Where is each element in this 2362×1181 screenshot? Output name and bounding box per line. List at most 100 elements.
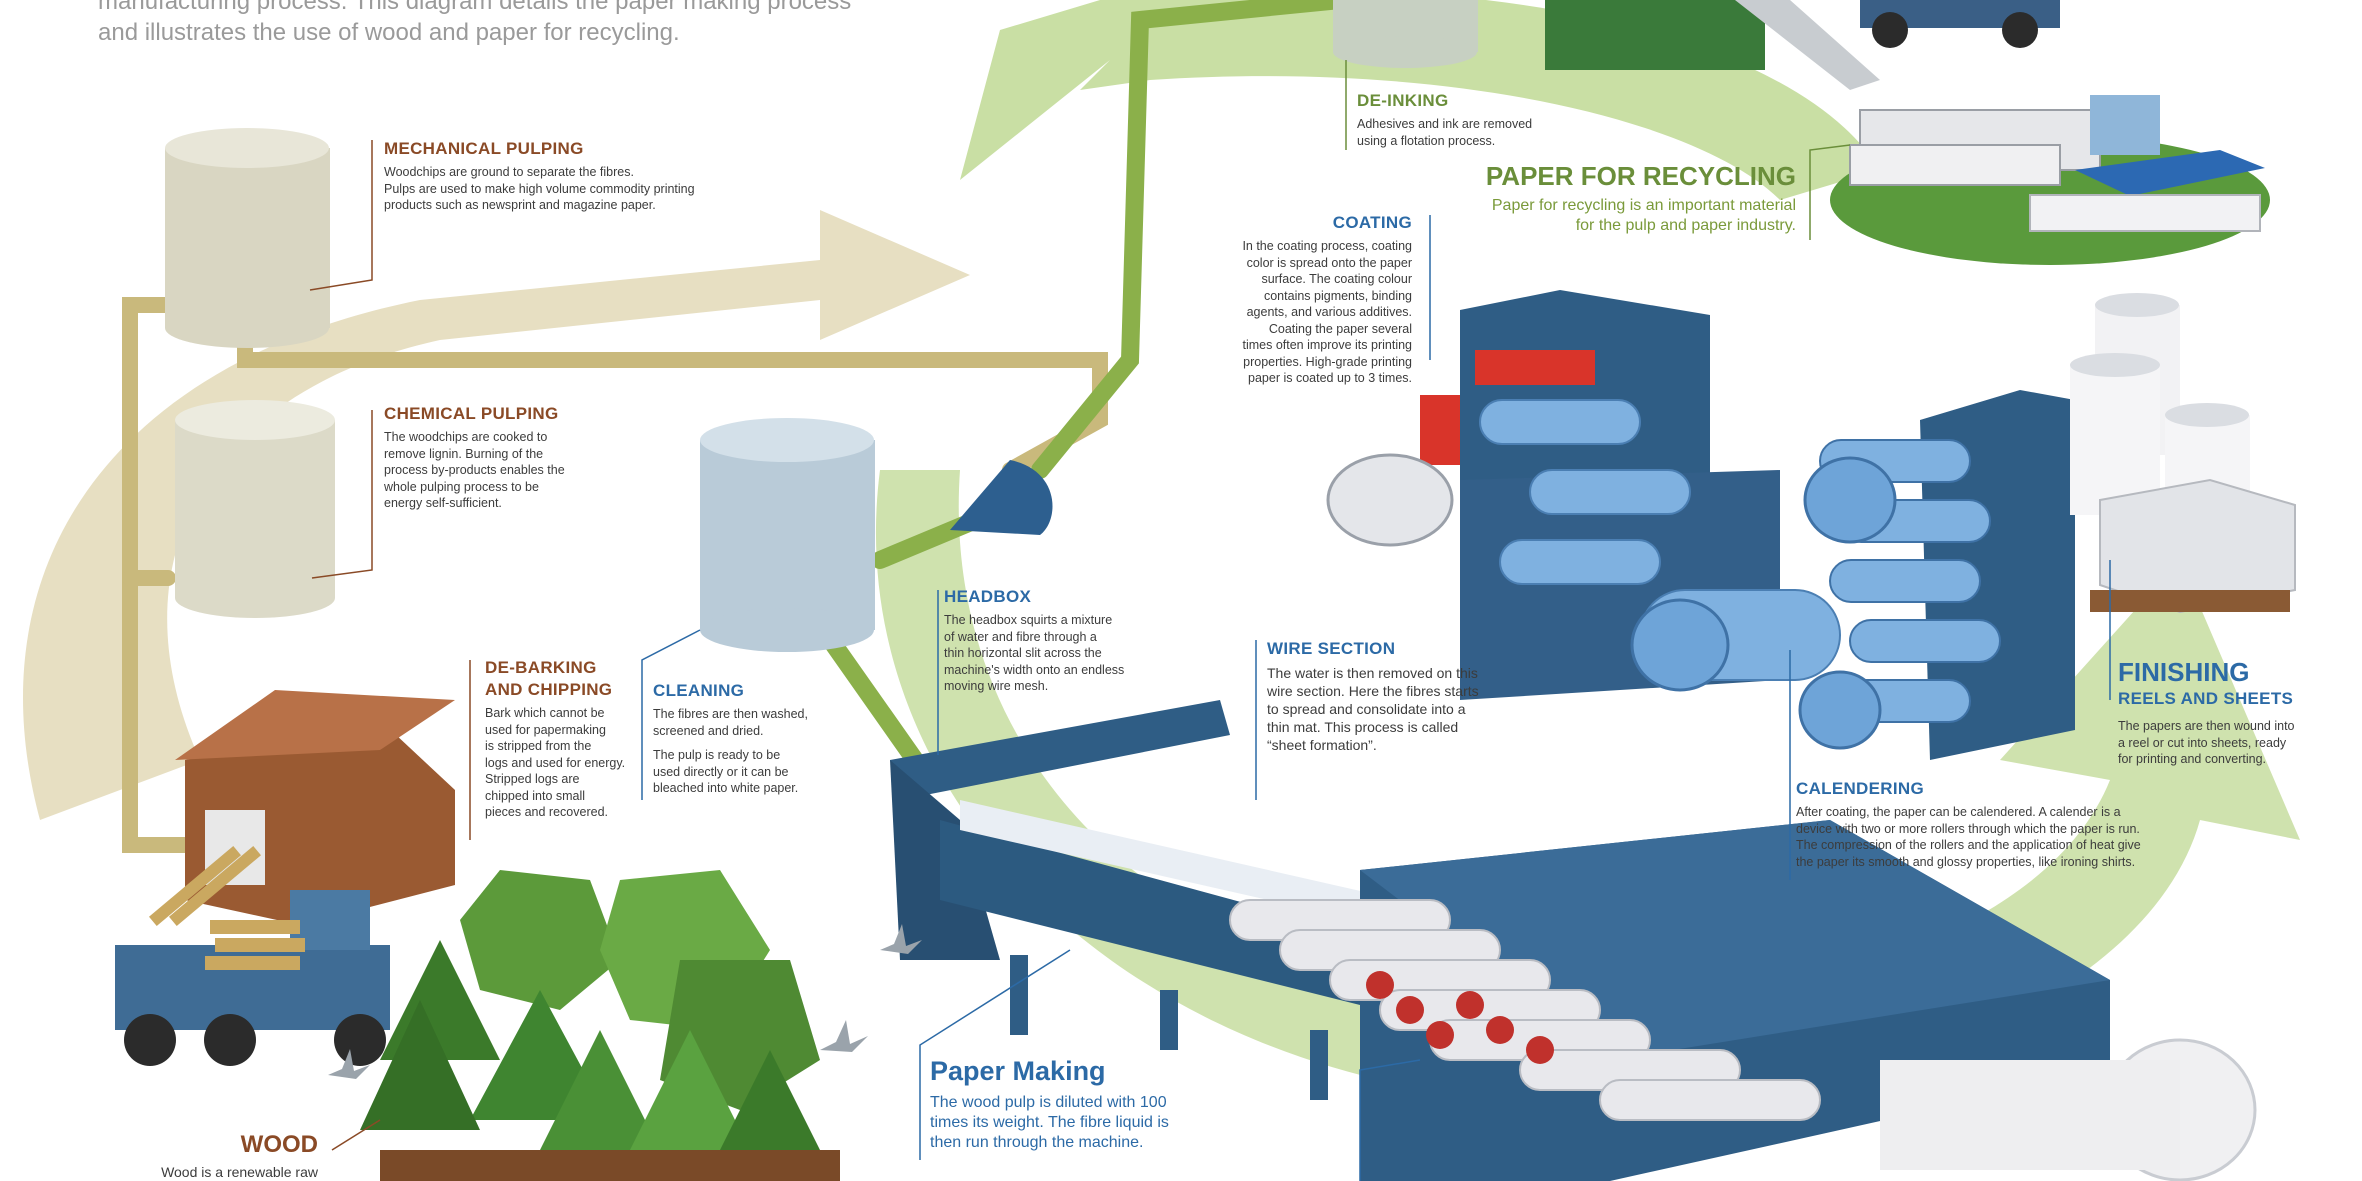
- text-line: thin horizontal slit across the: [944, 646, 1102, 660]
- chemical-pulping-tank: [175, 400, 335, 618]
- text-line: The compression of the rollers and the a…: [1796, 838, 2141, 852]
- mechanical-pulping-title: MECHANICAL PULPING: [384, 139, 584, 158]
- paper-making-title: Paper Making: [930, 1056, 1106, 1086]
- text-line: The wood pulp is diluted with 100: [930, 1094, 1167, 1111]
- deinking-title: DE-INKING: [1357, 91, 1449, 110]
- text-line: a reel or cut into sheets, ready: [2118, 735, 2287, 750]
- paper-for-recycling-label: PAPER FOR RECYCLING Paper for recycling …: [1430, 160, 1796, 236]
- deinking-label: DE-INKING Adhesives and ink are removed …: [1357, 90, 1557, 149]
- text-line: Pulps are used to make high volume commo…: [384, 181, 695, 196]
- chemical-pulping-body: The woodchips are cooked to remove ligni…: [384, 429, 584, 512]
- paper-for-recycling-heap: [1830, 0, 2270, 265]
- text-line: The pulp is ready to be: [653, 748, 781, 762]
- text-line: then run through the machine.: [930, 1134, 1144, 1151]
- text-line: Coating the paper several: [1268, 321, 1412, 336]
- text-line: energy self-sufficient.: [384, 496, 502, 510]
- headbox-title: HEADBOX: [944, 587, 1032, 606]
- mechanical-pulping-tank: [165, 128, 330, 348]
- text-line: to spread and consolidate into a: [1267, 701, 1466, 717]
- text-line: for printing and converting.: [2118, 752, 2267, 766]
- text-line: Adhesives and ink are removed: [1357, 117, 1533, 131]
- text-line: bleached into white paper.: [653, 781, 799, 795]
- text-line: Wood is a renewable raw: [161, 1164, 318, 1180]
- text-line: process by-products enables the: [384, 463, 565, 477]
- coating-title: COATING: [1332, 213, 1412, 232]
- mechanical-pulping-body: Woodchips are ground to separate the fib…: [384, 164, 744, 214]
- mechanical-pulping-label: MECHANICAL PULPING Woodchips are ground …: [384, 138, 744, 214]
- finishing-body: The papers are then wound into a reel or…: [2118, 718, 2318, 768]
- text-line: The headbox squirts a mixture: [944, 613, 1113, 627]
- text-line: using a flotation process.: [1357, 133, 1496, 148]
- text-line: remove lignin. Burning of the: [384, 446, 544, 461]
- debarking-house: [175, 690, 455, 925]
- text-line: products such as newsprint and magazine …: [384, 198, 656, 212]
- text-line: for the pulp and paper industry.: [1575, 217, 1796, 234]
- text-line: logs and used for energy.: [485, 755, 626, 770]
- intro-text: manufacturing process. This diagram deta…: [98, 0, 858, 48]
- finishing-title: FINISHING: [2118, 657, 2250, 687]
- text-line: surface. The coating colour: [1261, 272, 1412, 286]
- debarking-body: Bark which cannot be used for papermakin…: [485, 705, 665, 821]
- text-line: properties. High-grade printing: [1243, 354, 1412, 369]
- debarking-label: DE-BARKING AND CHIPPING Bark which canno…: [485, 657, 665, 821]
- text-line: times often improve its printing: [1242, 338, 1412, 352]
- cleaning-label: CLEANING The fibres are then washed, scr…: [653, 680, 843, 797]
- paper-for-recycling-title: PAPER FOR RECYCLING: [1485, 161, 1796, 191]
- text-line: the paper its smooth and glossy properti…: [1796, 854, 2136, 869]
- text-line: “sheet formation”.: [1267, 737, 1377, 753]
- paper-machine: [890, 700, 2257, 1181]
- text-line: agents, and various additives.: [1246, 305, 1412, 319]
- forest-trees: [360, 870, 840, 1181]
- text-line: After coating, the paper can be calender…: [1796, 805, 2121, 819]
- text-line: pieces and recovered.: [485, 805, 608, 819]
- finishing-subtitle: REELS AND SHEETS: [2118, 689, 2294, 708]
- text-line: In the coating process, coating: [1242, 239, 1412, 253]
- calendering-label: CALENDERING After coating, the paper can…: [1796, 778, 2156, 870]
- text-line: The woodchips are cooked to: [384, 430, 548, 444]
- text-line: used directly or it can be: [653, 764, 789, 779]
- deinking-body: Adhesives and ink are removed using a fl…: [1357, 116, 1557, 149]
- cleaning-tank: [700, 418, 875, 652]
- wood-body: Wood is a renewable raw: [100, 1164, 318, 1181]
- leader-lines-green: [1345, 60, 1851, 240]
- birds: [328, 924, 922, 1079]
- text-line: of water and fibre through a: [944, 629, 1097, 644]
- wire-section-body: The water is then removed on this wire s…: [1267, 664, 1507, 754]
- intro-line-2: and illustrates the use of wood and pape…: [98, 19, 680, 46]
- calendering-body: After coating, the paper can be calender…: [1796, 804, 2156, 870]
- wire-section-title: WIRE SECTION: [1267, 639, 1396, 658]
- chemical-pulping-title: CHEMICAL PULPING: [384, 404, 559, 423]
- headbox-label: HEADBOX The headbox squirts a mixture of…: [944, 586, 1144, 695]
- headbox-body: The headbox squirts a mixture of water a…: [944, 612, 1144, 695]
- paper-making-body: The wood pulp is diluted with 100 times …: [930, 1093, 1230, 1153]
- text-line: Stripped logs are: [485, 772, 580, 786]
- log-truck: [115, 846, 390, 1066]
- paper-making-label: Paper Making The wood pulp is diluted wi…: [930, 1055, 1230, 1153]
- text-line: used for papermaking: [485, 722, 606, 737]
- coating-machine: [1326, 290, 1841, 700]
- paper-for-recycling-body: Paper for recycling is an important mate…: [1430, 196, 1796, 236]
- coating-body: In the coating process, coating color is…: [1212, 238, 1412, 387]
- text-line: chipped into small: [485, 788, 586, 803]
- text-line: thin mat. This process is called: [1267, 719, 1459, 735]
- wire-section-label: WIRE SECTION The water is then removed o…: [1267, 638, 1507, 754]
- wood-title: WOOD: [240, 1131, 318, 1158]
- leader-lines-blue: [641, 215, 2111, 1181]
- text-line: moving wire mesh.: [944, 679, 1049, 693]
- debarking-title-2: AND CHIPPING: [485, 680, 613, 699]
- debarking-title-1: DE-BARKING: [485, 658, 597, 677]
- text-line: paper is coated up to 3 times.: [1248, 371, 1412, 385]
- text-line: is stripped from the: [485, 739, 592, 753]
- cleaning-body-b: The pulp is ready to be used directly or…: [653, 747, 843, 797]
- text-line: wire section. Here the fibres starts: [1267, 683, 1479, 699]
- text-line: times its weight. The fibre liquid is: [930, 1114, 1169, 1131]
- recycling-building: [1545, 0, 1880, 90]
- coating-label: COATING In the coating process, coating …: [1212, 212, 1412, 387]
- finishing-reels-sheets: [2070, 293, 2296, 614]
- wood-label: WOOD Wood is a renewable raw: [100, 1130, 318, 1181]
- deinking-tank: [1333, 0, 1478, 68]
- chemical-pulping-label: CHEMICAL PULPING The woodchips are cooke…: [384, 403, 584, 512]
- text-line: The fibres are then washed,: [653, 707, 808, 721]
- wood-leader-line: [331, 1119, 381, 1151]
